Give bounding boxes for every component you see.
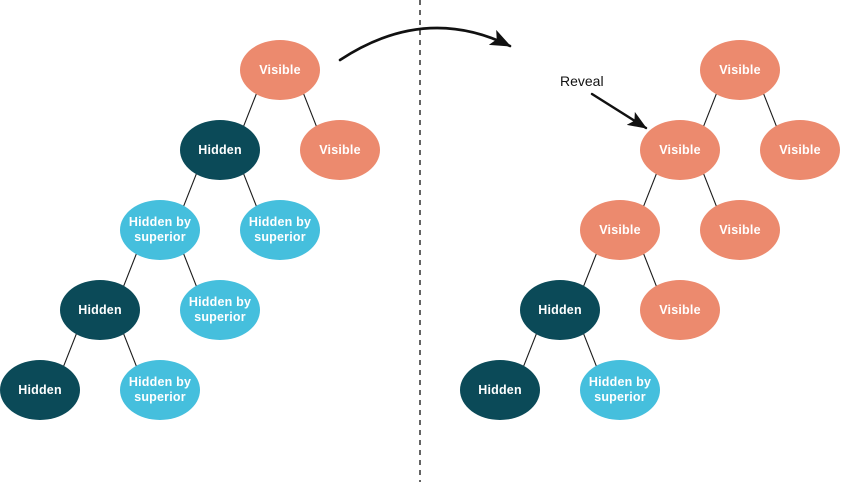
tree-node-label: Hidden bbox=[478, 382, 522, 397]
tree-edge bbox=[303, 93, 317, 127]
tree-node-label: Visible bbox=[659, 302, 701, 317]
tree-node-label: Visible bbox=[599, 222, 641, 237]
tree-edge bbox=[583, 333, 597, 367]
tree-edge bbox=[583, 253, 597, 287]
tree-edge bbox=[243, 93, 257, 127]
tree-node-hidden[interactable]: Hidden bbox=[520, 280, 600, 340]
tree-node-visible[interactable]: Visible bbox=[640, 280, 720, 340]
tree-edge bbox=[763, 93, 777, 127]
tree-node-label: Hidden by superior bbox=[128, 375, 192, 404]
transform-arrow-icon bbox=[338, 26, 512, 62]
tree-node-label: Hidden by superior bbox=[588, 375, 652, 404]
tree-node-visible[interactable]: Visible bbox=[760, 120, 840, 180]
tree-node-hidden[interactable]: Hidden bbox=[460, 360, 540, 420]
tree-node-visible[interactable]: Visible bbox=[240, 40, 320, 100]
tree-edge bbox=[183, 173, 197, 207]
tree-node-label: Hidden bbox=[78, 302, 122, 317]
tree-node-visible[interactable]: Visible bbox=[700, 40, 780, 100]
tree-node-label: Visible bbox=[719, 222, 761, 237]
tree-node-visible[interactable]: Visible bbox=[580, 200, 660, 260]
tree-edge bbox=[643, 253, 657, 287]
tree-edge bbox=[63, 333, 77, 367]
tree-node-label: Hidden by superior bbox=[248, 215, 312, 244]
tree-node-visible[interactable]: Visible bbox=[640, 120, 720, 180]
tree-node-label: Visible bbox=[779, 142, 821, 157]
tree-node-label: Visible bbox=[659, 142, 701, 157]
tree-node-label: Hidden bbox=[18, 382, 62, 397]
tree-node-hidden-by-superior[interactable]: Hidden by superior bbox=[180, 280, 260, 340]
tree-node-label: Visible bbox=[319, 142, 361, 157]
tree-edge bbox=[703, 173, 717, 207]
tree-edge bbox=[123, 253, 137, 287]
tree-node-hidden[interactable]: Hidden bbox=[60, 280, 140, 340]
tree-node-visible[interactable]: Visible bbox=[700, 200, 780, 260]
tree-node-label: Hidden by superior bbox=[128, 215, 192, 244]
tree-node-visible[interactable]: Visible bbox=[300, 120, 380, 180]
tree-node-hidden-by-superior[interactable]: Hidden by superior bbox=[120, 200, 200, 260]
tree-edge bbox=[703, 93, 717, 127]
tree-edge bbox=[243, 173, 257, 207]
tree-node-label: Hidden bbox=[538, 302, 582, 317]
tree-node-hidden-by-superior[interactable]: Hidden by superior bbox=[240, 200, 320, 260]
tree-node-label: Hidden by superior bbox=[188, 295, 252, 324]
tree-node-hidden[interactable]: Hidden bbox=[180, 120, 260, 180]
tree-edge bbox=[123, 333, 137, 367]
tree-node-label: Visible bbox=[259, 62, 301, 77]
tree-node-hidden-by-superior[interactable]: Hidden by superior bbox=[580, 360, 660, 420]
tree-node-label: Visible bbox=[719, 62, 761, 77]
reveal-arrow-icon bbox=[590, 92, 648, 130]
tree-node-hidden-by-superior[interactable]: Hidden by superior bbox=[120, 360, 200, 420]
tree-edge bbox=[183, 253, 197, 287]
tree-edge bbox=[643, 173, 657, 207]
tree-node-hidden[interactable]: Hidden bbox=[0, 360, 80, 420]
reveal-annotation-label: Reveal bbox=[560, 73, 604, 89]
tree-node-label: Hidden bbox=[198, 142, 242, 157]
tree-edge bbox=[523, 333, 537, 367]
